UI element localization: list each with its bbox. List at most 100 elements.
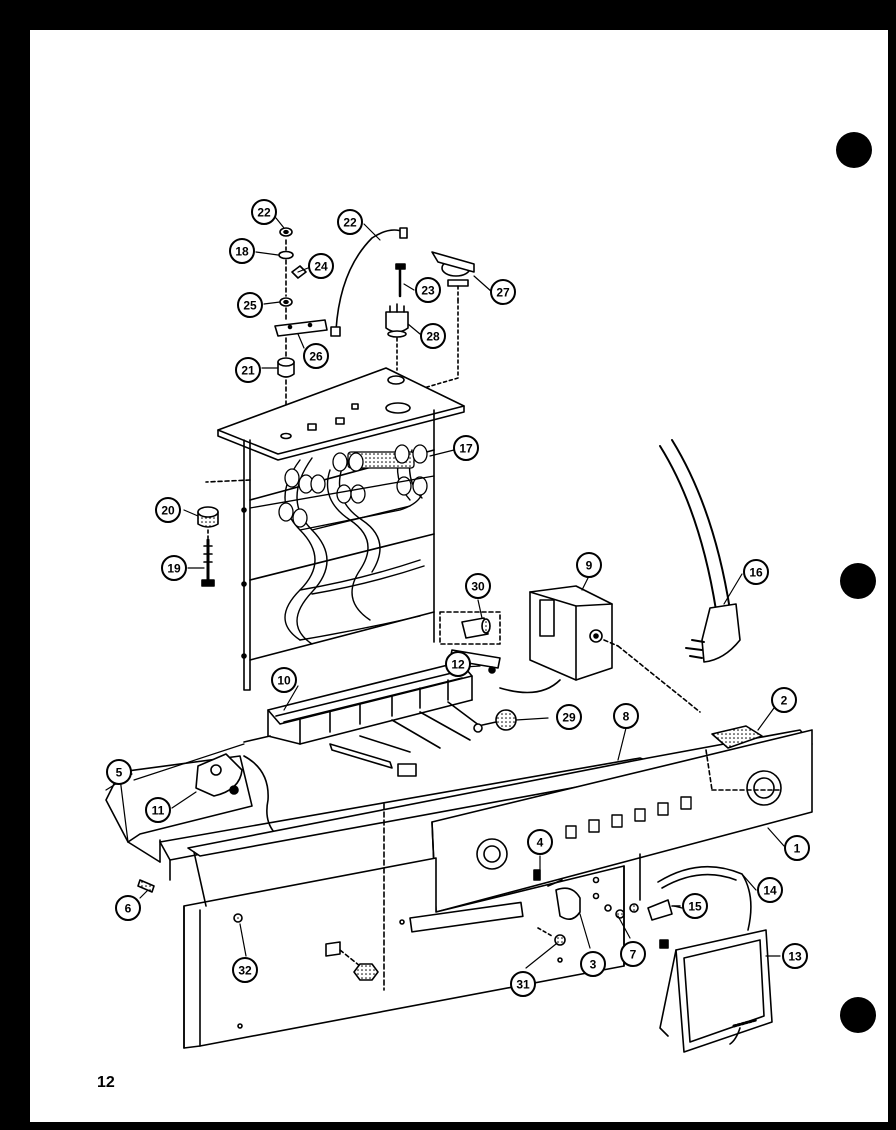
callout-33: 31 [510,971,536,997]
callout-number: 1 [794,842,801,856]
fuse-holder [439,611,501,645]
callout-20: 8 [613,703,639,729]
callout-22: 5 [106,759,132,785]
callout-number: 27 [496,286,510,300]
thermostat [385,303,409,338]
terminal-block [195,735,275,833]
control-knob [473,709,517,733]
lamp-socket [547,879,581,920]
hardware-stack [274,227,328,433]
binder-hole-top [836,132,872,168]
callout-21: 2 [771,687,797,713]
callout-12: 20 [155,497,181,523]
callout-number: 6 [125,902,132,916]
ceramic-insulators [249,444,435,528]
mounting-bolt [201,538,215,587]
callout-number: 4 [537,836,544,850]
callout-5: 22 [337,209,363,235]
callout-number: 20 [161,504,175,518]
screw [395,263,406,298]
callout-28: 6 [115,895,141,921]
screw-31 [537,927,566,946]
callout-19: 10 [271,667,297,693]
control-switch-block [267,661,481,777]
callout-number: 10 [277,674,291,688]
limit-switch [409,251,475,393]
screw-6 [137,879,155,893]
lamp-bulb [629,899,681,921]
callout-number: 18 [235,245,249,259]
callout-17: 12 [445,651,471,677]
callout-number: 12 [451,658,465,672]
callout-number: 13 [788,950,802,964]
callout-number: 8 [623,710,630,724]
callout-3: 24 [308,253,334,279]
power-cord [659,439,741,663]
callout-number: 19 [167,562,181,576]
callout-number: 24 [314,260,328,274]
nut [325,941,379,981]
control-module [499,585,701,713]
callout-24: 1 [784,835,810,861]
callout-number: 29 [562,711,576,725]
callout-number: 9 [586,559,593,573]
callout-7: 27 [490,279,516,305]
binder-hole-middle [840,563,876,599]
callout-number: 23 [421,284,435,298]
heating-element [284,449,425,645]
callout-18: 29 [556,704,582,730]
callout-1: 22 [251,199,277,225]
callout-11: 17 [453,435,479,461]
clip-4 [533,869,541,881]
callout-number: 22 [257,206,271,220]
callout-number: 28 [426,330,440,344]
callout-9: 28 [420,323,446,349]
screw-32 [233,913,243,923]
callout-number: 2 [781,694,788,708]
leader-lines [105,217,785,969]
callout-15: 9 [576,552,602,578]
callout-number: 17 [459,442,473,456]
callout-8: 26 [303,343,329,369]
callout-number: 31 [516,978,530,992]
callout-number: 16 [749,566,763,580]
callout-number: 26 [309,350,323,364]
lens-frame [659,929,773,1053]
callout-31: 3 [580,951,606,977]
callout-number: 14 [763,884,777,898]
callout-number: 32 [238,964,252,978]
callout-number: 5 [116,766,123,780]
screw-7 [604,904,625,919]
callout-number: 22 [343,216,357,230]
wire-lead [335,229,405,331]
callout-14: 16 [743,559,769,585]
callout-10: 21 [235,357,261,383]
binder-hole-bottom [840,997,876,1033]
callout-30: 32 [232,957,258,983]
callout-29: 13 [782,943,808,969]
callout-number: 25 [243,299,257,313]
callout-27: 15 [682,893,708,919]
callout-4: 25 [237,292,263,318]
callout-26: 14 [757,877,783,903]
callout-32: 7 [620,941,646,967]
bracket-2 [711,725,763,749]
callout-16: 30 [465,573,491,599]
callout-13: 19 [161,555,187,581]
callout-6: 23 [415,277,441,303]
callout-number: 3 [590,958,597,972]
callout-25: 4 [527,829,553,855]
page-number: 12 [97,1074,115,1091]
callout-2: 18 [229,238,255,264]
callout-23: 11 [145,797,171,823]
callout-number: 21 [241,364,255,378]
bushing [197,506,219,539]
callout-number: 15 [688,900,702,914]
callout-number: 30 [471,580,485,594]
callout-number: 11 [152,804,165,818]
callout-number: 7 [630,948,637,962]
